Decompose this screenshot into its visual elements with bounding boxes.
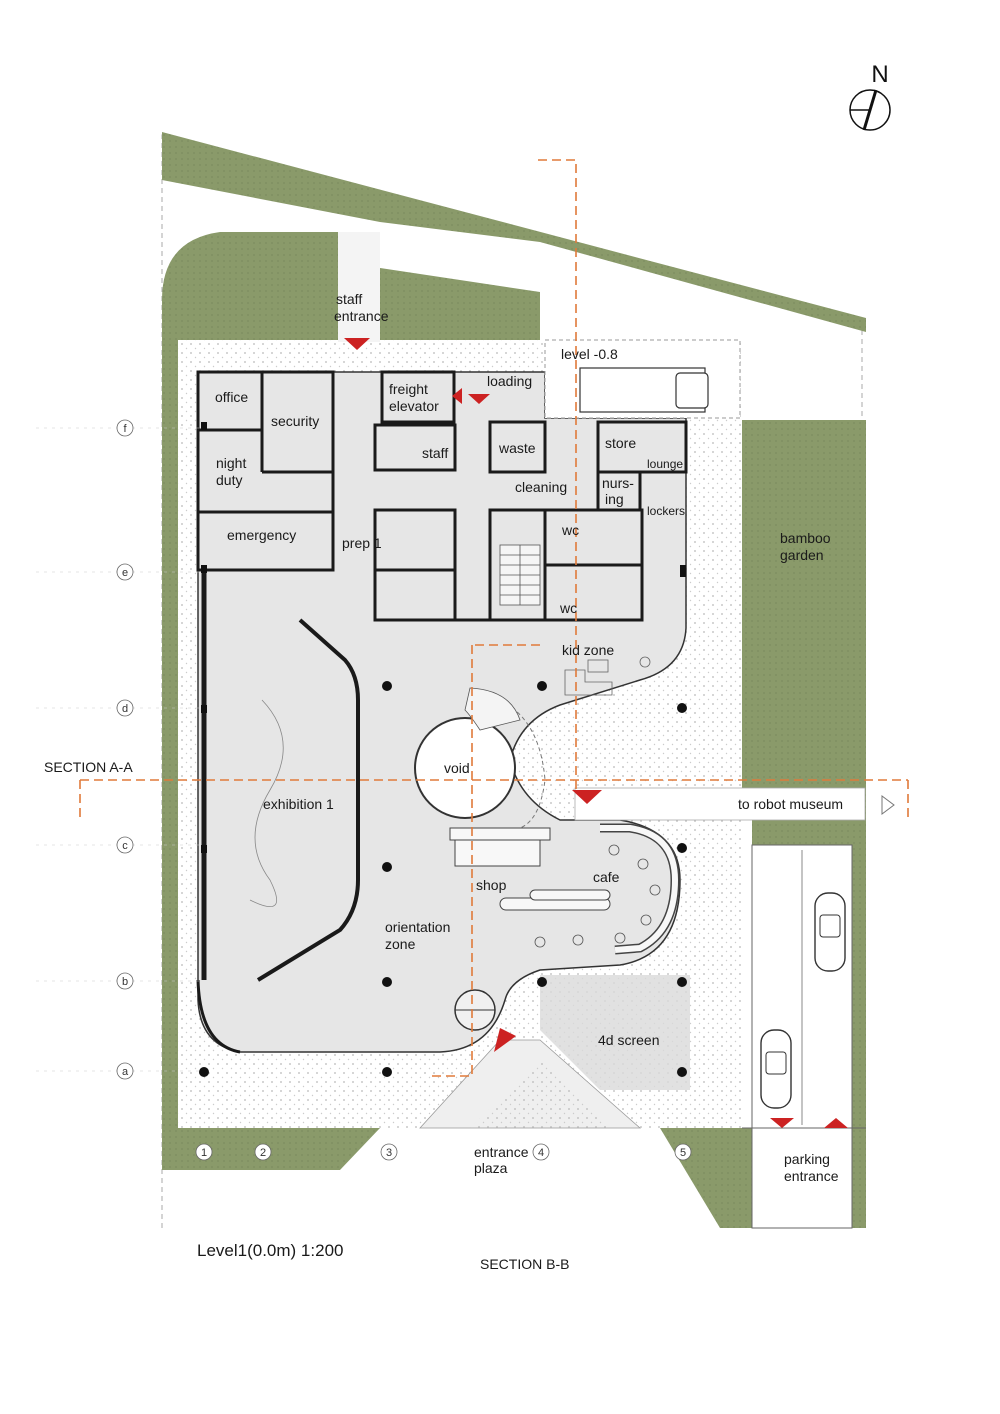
label-parking-1: parking xyxy=(784,1151,830,1167)
columns xyxy=(199,422,687,1077)
cafe-tables xyxy=(534,844,661,948)
label-office: office xyxy=(215,389,248,405)
grid-col-1: 1 xyxy=(201,1147,207,1159)
grass-north-mid xyxy=(380,268,540,340)
staircase xyxy=(499,544,541,606)
shop-counter xyxy=(449,827,551,841)
section-a-label: SECTION A-A xyxy=(44,759,133,775)
label-staff-entrance-2: entrance xyxy=(334,308,389,324)
screen-zone xyxy=(540,975,690,1090)
label-lockers: lockers xyxy=(647,504,685,518)
building-floor xyxy=(197,371,687,1053)
grass-southeast xyxy=(660,1128,752,1228)
exhibition-wall xyxy=(256,618,360,982)
label-bamboo-1: bamboo xyxy=(780,530,831,546)
label-orientation-1: orientation xyxy=(385,919,450,935)
grid-col-5: 5 xyxy=(680,1147,686,1159)
grass-east-parking xyxy=(752,820,866,1228)
void-ring xyxy=(414,717,516,819)
label-prep: prep 1 xyxy=(342,535,382,551)
label-plaza-2: plaza xyxy=(474,1160,508,1176)
label-lounge: lounge xyxy=(647,457,683,471)
grid-col-4: 4 xyxy=(538,1147,544,1159)
section-lines xyxy=(79,159,909,1077)
grid-row-c: c xyxy=(122,840,128,852)
label-robot-museum: to robot museum xyxy=(738,796,843,812)
label-night-1: night xyxy=(216,455,246,471)
label-cleaning: cleaning xyxy=(515,479,567,495)
label-wc-2: wc xyxy=(559,600,577,616)
label-plaza-1: entrance xyxy=(474,1144,529,1160)
label-exhibition: exhibition 1 xyxy=(263,796,334,812)
label-loading: loading xyxy=(487,373,532,389)
label-waste: waste xyxy=(498,440,536,456)
spiral-stair xyxy=(464,687,521,731)
label-emergency: emergency xyxy=(227,527,296,543)
label-freight-2: elevator xyxy=(389,398,439,414)
grass-west xyxy=(162,232,338,1128)
label-4d-screen: 4d screen xyxy=(598,1032,659,1048)
label-parking-2: entrance xyxy=(784,1168,839,1184)
drawing-title: Level1(0.0m) 1:200 xyxy=(197,1241,343,1260)
label-level: level -0.8 xyxy=(561,346,618,362)
label-staff: staff xyxy=(422,445,448,461)
label-night-2: duty xyxy=(216,472,242,488)
label-bamboo-2: garden xyxy=(780,547,824,563)
grid-col-2: 2 xyxy=(260,1147,266,1159)
north-label: N xyxy=(871,61,888,88)
label-shop: shop xyxy=(476,877,507,893)
grid-row-markers xyxy=(116,419,134,1080)
robot-museum-path xyxy=(574,787,866,821)
grid-col-3: 3 xyxy=(386,1147,392,1159)
label-wc-1: wc xyxy=(561,522,579,538)
label-staff-entrance-1: staff xyxy=(336,291,362,307)
grid-row-b: b xyxy=(122,976,128,988)
museum-arrow-icon xyxy=(881,795,895,815)
exhibition-curve xyxy=(249,699,284,908)
service-walls xyxy=(196,370,688,622)
grid-row-d: d xyxy=(122,703,128,715)
grid-row-f: f xyxy=(123,423,127,435)
grid-col-markers xyxy=(195,1143,692,1161)
label-freight-1: freight xyxy=(389,381,428,397)
label-nursing-1: nurs- xyxy=(602,475,634,491)
paving-north-path xyxy=(338,232,380,342)
label-cafe: cafe xyxy=(593,869,620,885)
section-b-label: SECTION B-B xyxy=(480,1256,569,1272)
grass-north-strip xyxy=(162,132,866,332)
label-security: security xyxy=(271,413,319,429)
label-kid-zone: kid zone xyxy=(562,642,614,658)
label-nursing-2: ing xyxy=(605,491,624,507)
entrance-plaza-centre xyxy=(470,1060,610,1128)
label-store: store xyxy=(605,435,636,451)
car-top-icon xyxy=(814,892,846,972)
car-bottom-icon xyxy=(760,1029,792,1109)
label-void: void xyxy=(444,760,470,776)
grass-southwest xyxy=(162,1128,380,1170)
north-arrow-icon xyxy=(849,89,891,131)
label-orientation-2: zone xyxy=(385,936,416,952)
grid-row-a: a xyxy=(122,1066,129,1078)
grass-bamboo-garden xyxy=(742,420,866,820)
entrance-arrows xyxy=(344,338,848,1128)
kid-zone-furniture xyxy=(564,656,651,696)
grid-row-e: e xyxy=(122,567,128,579)
